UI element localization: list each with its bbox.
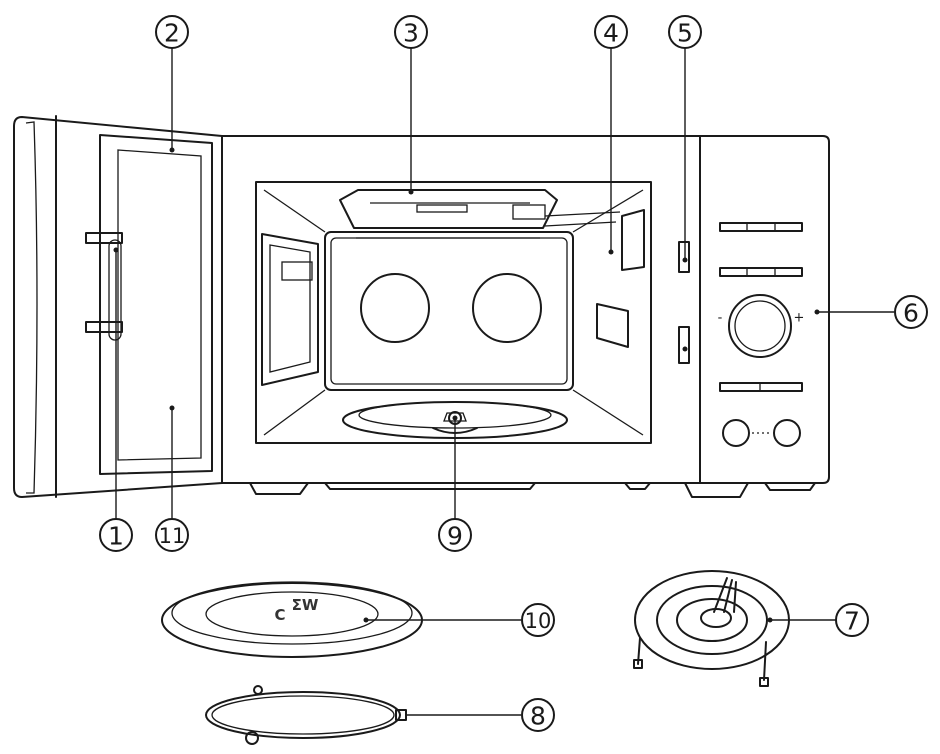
svg-text:10: 10 [525,609,552,633]
callout-10: 10 [521,603,555,637]
svg-text:9: 9 [447,522,463,551]
callout-1: 1 [99,518,133,552]
leader-lines [113,48,894,716]
callout-2: 2 [155,15,189,49]
callout-11: 11 [155,518,189,552]
svg-text:1: 1 [108,522,124,551]
svg-text:8: 8 [530,702,546,731]
control-panel: - + [699,135,805,484]
dial-minus-mark: - [718,311,723,326]
svg-text:4: 4 [603,19,619,48]
open-door [13,115,223,498]
callout-4: 4 [594,15,628,49]
svg-text:7: 7 [844,607,860,636]
cooking-cavity [255,181,652,444]
waveguide-cover [339,189,621,239]
svg-text:6: 6 [903,299,919,328]
callout-5: 5 [668,15,702,49]
callout-7: 7 [835,603,869,637]
roller-ring [205,685,407,745]
tray-mark-top: ΣW [292,596,319,614]
svg-text:3: 3 [403,19,419,48]
dial-plus-mark: + [794,311,805,326]
svg-text:5: 5 [677,19,693,48]
svg-text:11: 11 [159,524,186,548]
callout-8: 8 [521,698,555,732]
callout-9: 9 [438,518,472,552]
interlock-slots [678,241,690,364]
grill-rack [633,570,790,687]
tray-mark-bottom: C [274,606,285,624]
callout-3: 3 [394,15,428,49]
svg-text:2: 2 [164,19,180,48]
callout-6: 6 [894,295,928,329]
